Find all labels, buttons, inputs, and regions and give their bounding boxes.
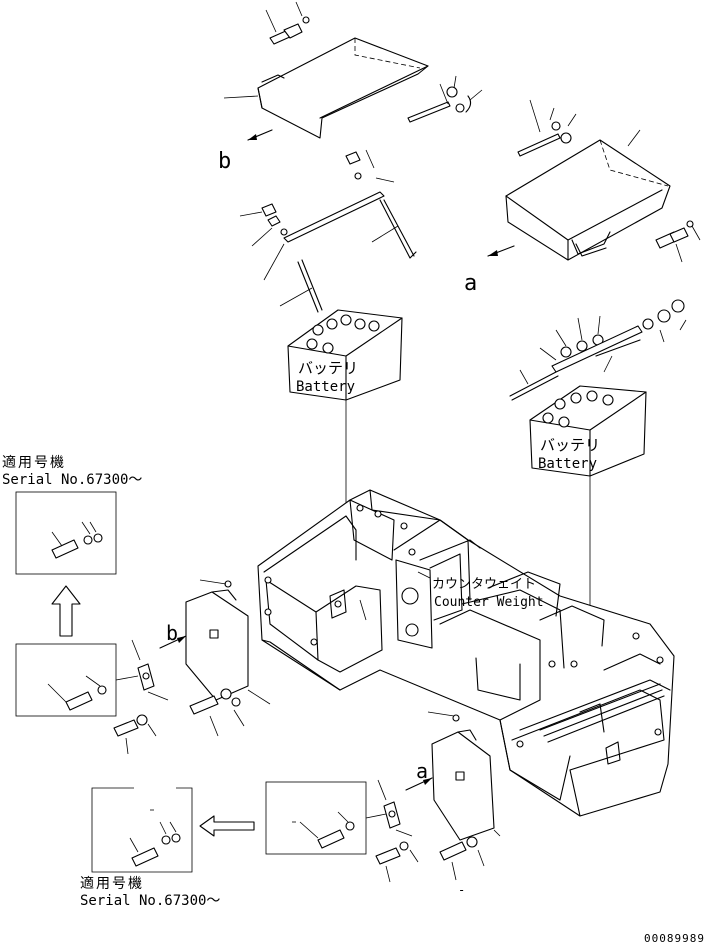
cover-a-bolt (655, 220, 701, 263)
serial-note-lower: 適用号機 Serial No.67300～ (80, 875, 220, 909)
detail-box-upper (15, 491, 117, 575)
detail-box-bottom-left (91, 787, 193, 873)
cover-a-pin (517, 99, 577, 157)
serial-note-upper: 適用号機 Serial No.67300～ (2, 454, 142, 488)
side-cover-left-hardware (113, 639, 245, 755)
upward-arrow (51, 585, 81, 637)
view-label-a-top: a (464, 271, 477, 296)
view-label-b-side: b (166, 621, 178, 645)
counterweight-body: カウンタウェイト Counter Weight (257, 489, 675, 817)
hold-down-bracket-left (239, 149, 417, 313)
battery-left-label-jp: バッテリ (298, 359, 358, 377)
side-cover-left: b (159, 579, 271, 705)
cover-b-bolt (265, 1, 310, 45)
serial-heading-upper: 適用号機 (2, 454, 66, 471)
side-cover-right: a (405, 711, 501, 841)
counterweight-label-jp: カウンタウェイト (432, 577, 536, 592)
battery-right-label-jp: バッテリ (540, 436, 600, 454)
side-cover-right-hardware (375, 779, 485, 883)
battery-cover-a: a (464, 129, 671, 296)
detail-box-bottom-right (265, 781, 387, 855)
battery-right-label-en: Battery (538, 456, 597, 472)
battery-right: バッテリ Battery (529, 385, 647, 700)
view-label-a-side: a (416, 759, 428, 783)
counterweight-label-en: Counter Weight (434, 595, 544, 610)
battery-cover-b: b (218, 37, 429, 174)
serial-number-upper: Serial No.67300～ (2, 472, 142, 488)
detail-box-lower-left (15, 643, 139, 717)
battery-left-label-en: Battery (296, 379, 355, 395)
drawing-number: 00089989 (644, 932, 705, 945)
cover-b-pin (407, 75, 483, 123)
hold-down-bracket-right (509, 299, 687, 401)
left-arrow (199, 815, 255, 837)
serial-number-lower: Serial No.67300～ (80, 893, 220, 909)
battery-left: バッテリ Battery (287, 309, 403, 520)
dash-mark: - (458, 883, 465, 897)
view-label-b: b (218, 149, 231, 174)
serial-heading-lower: 適用号機 (80, 875, 144, 892)
